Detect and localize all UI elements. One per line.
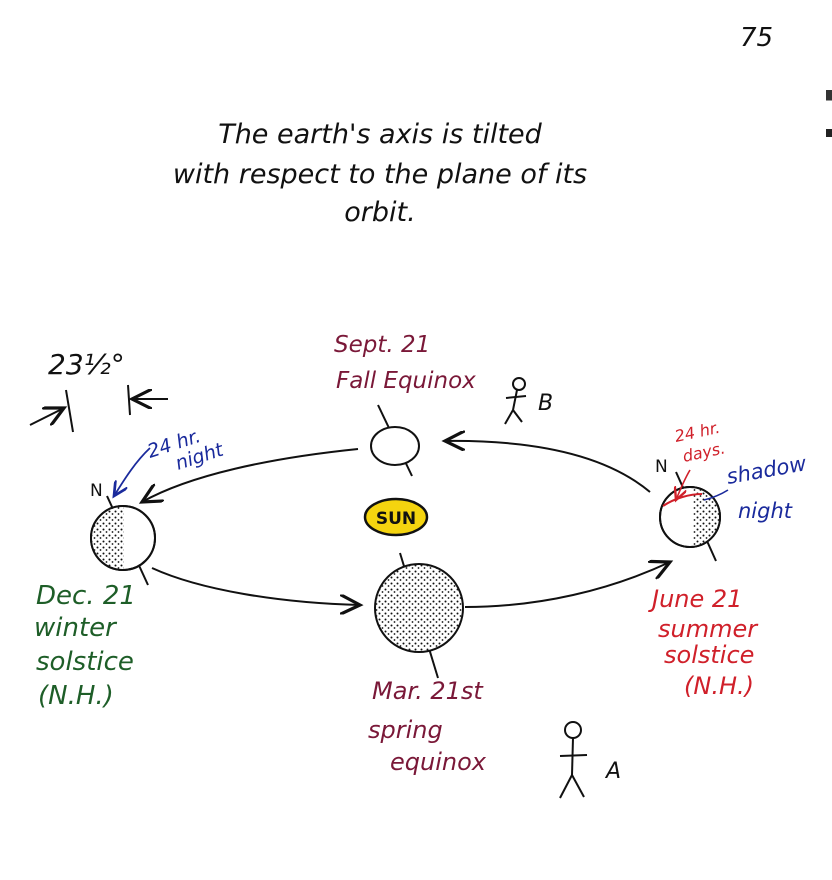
observer-a: A: [559, 721, 621, 799]
orbit-arrow-spring-to-summer: [464, 562, 670, 608]
orbit-arrow-winter-to-spring: [151, 567, 360, 605]
sun-label: SUN: [376, 509, 416, 529]
fall-equinox-label: Sept. 21 Fall Equinox: [334, 332, 476, 394]
shadow-text: shadow: [725, 451, 809, 489]
observer-b: B: [504, 377, 553, 425]
winter-region: (N.H.): [38, 681, 114, 711]
summer-solstice-label: June 21 summer solstice (N.H.): [648, 585, 759, 700]
title: The earth's axis is tilted with respect …: [173, 119, 587, 228]
tilt-angle-indicator: 23½°: [29, 348, 168, 433]
scan-edge: [826, 90, 832, 220]
winter-name-2: solstice: [36, 647, 134, 677]
summer-region: (N.H.): [684, 672, 754, 700]
summer-north-label: N: [655, 457, 668, 477]
sun: SUN: [363, 497, 429, 537]
night-text: night: [738, 499, 793, 523]
page-number: 75: [740, 23, 773, 53]
title-line-1: The earth's axis is tilted: [218, 119, 542, 150]
orbit-arrow-summer-to-fall: [445, 441, 651, 493]
title-line-2: with respect to the plane of its: [173, 159, 587, 190]
winter-solstice-label: Dec. 21 winter solstice (N.H.): [34, 581, 136, 711]
spring-equinox-label: Mar. 21st spring equinox: [368, 677, 487, 776]
observer-a-label: A: [604, 759, 621, 784]
spring-date: Mar. 21st: [372, 677, 484, 705]
summer-date: June 21: [648, 585, 742, 613]
summer-name-2: solstice: [664, 641, 754, 669]
fall-date: Sept. 21: [334, 332, 430, 358]
fall-name: Fall Equinox: [336, 368, 476, 394]
earth-winter-solstice: N: [90, 481, 156, 586]
earth-spring-equinox: [374, 552, 464, 679]
earth-summer-solstice: N: [655, 457, 721, 562]
earth-fall-equinox: [370, 404, 420, 477]
tilt-angle-label: 23½°: [48, 348, 125, 381]
winter-night-annotation: 24 hr. night: [114, 425, 228, 496]
winter-date: Dec. 21: [36, 581, 136, 611]
title-line-3: orbit.: [344, 197, 415, 228]
orbit-arrow-fall-to-winter: [142, 448, 359, 502]
observer-b-label: B: [538, 391, 553, 416]
spring-name: spring: [368, 716, 443, 744]
spring-name-2: equinox: [390, 748, 487, 776]
winter-name: winter: [34, 613, 118, 643]
summer-name: summer: [658, 615, 759, 643]
winter-north-label: N: [90, 481, 103, 501]
